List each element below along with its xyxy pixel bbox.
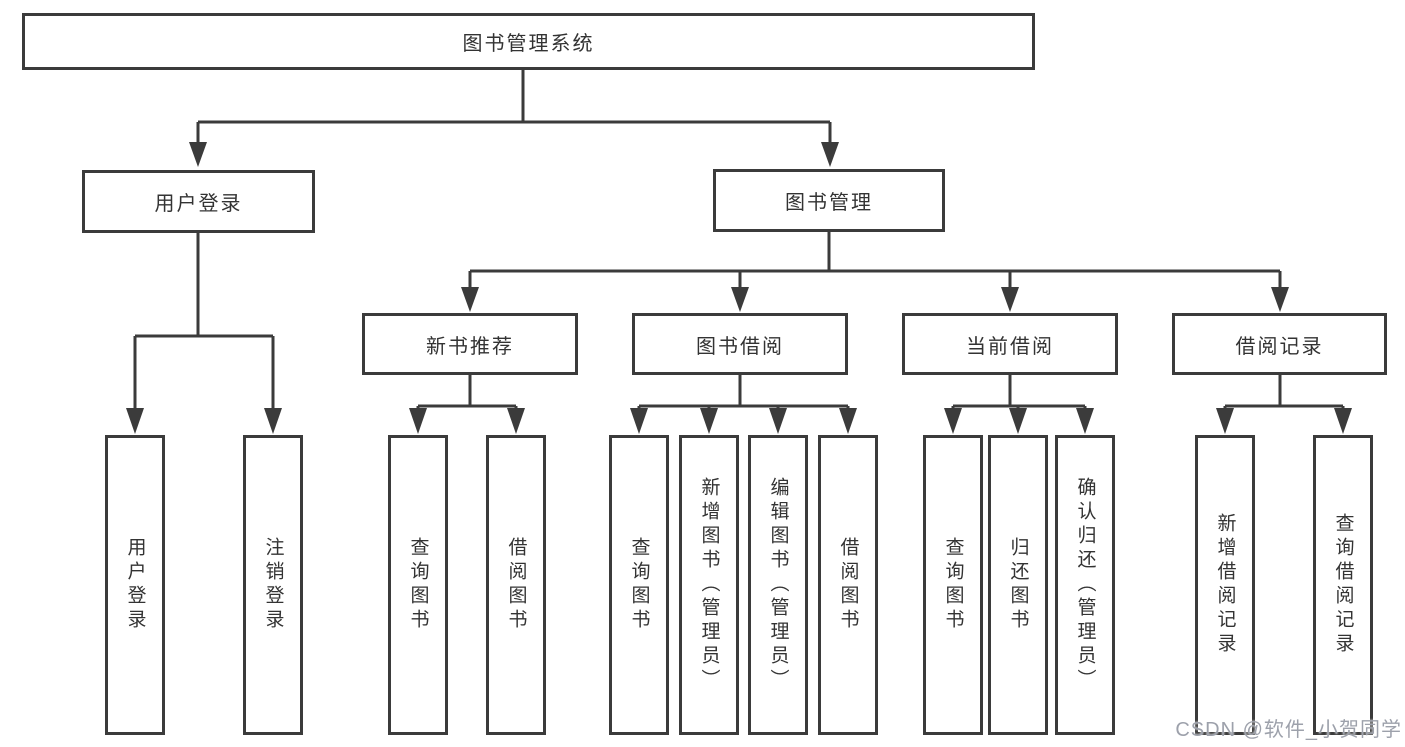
arrowheads: [126, 142, 1352, 434]
node-label: 确认归还（管理员）: [1074, 477, 1096, 693]
arrow-icon: [1271, 287, 1289, 312]
node-label: 图书借阅: [696, 335, 784, 358]
arrow-icon: [700, 408, 718, 434]
edge-book-mgmt-trunk: [468, 232, 1282, 290]
node-label: 借阅记录: [1235, 335, 1324, 358]
arrow-icon: [769, 408, 787, 434]
leaf-current-search-books: 查询图书: [923, 435, 983, 735]
edge-user-login-trunk: [133, 233, 275, 412]
node-current-borrowing: 当前借阅: [902, 313, 1118, 375]
arrow-icon: [1216, 408, 1234, 434]
node-borrowing-records: 借阅记录: [1172, 313, 1387, 375]
arrow-icon: [1001, 287, 1019, 312]
arrow-icon: [461, 287, 479, 312]
csdn-watermark: CSDN @软件_小贺同学: [1175, 719, 1402, 741]
arrow-icon: [264, 408, 282, 434]
node-label: 图书管理: [785, 192, 873, 214]
arrow-icon: [1009, 408, 1027, 434]
node-label: 当前借阅: [966, 335, 1054, 358]
leaf-recommend-borrow-books: 借阅图书: [486, 435, 546, 735]
arrow-icon: [507, 408, 525, 434]
leaf-borrowing-edit-books-admin: 编辑图书（管理员）: [748, 435, 808, 735]
arrow-icon: [1076, 408, 1094, 434]
arrow-icon: [839, 408, 857, 434]
arrow-icon: [409, 408, 427, 434]
node-label: 借阅图书: [837, 537, 859, 633]
node-label: 查询借阅记录: [1332, 513, 1354, 657]
arrow-icon: [944, 408, 962, 434]
leaf-records-add-record: 新增借阅记录: [1195, 435, 1255, 735]
leaf-user-login: 用户登录: [105, 435, 165, 735]
node-label: 归还图书: [1007, 537, 1029, 633]
node-label: 编辑图书（管理员）: [767, 477, 789, 693]
edge-borrowing-trunk: [637, 375, 850, 412]
arrow-icon: [1334, 408, 1352, 434]
edge-recommend-trunk: [416, 375, 518, 412]
edge-records-trunk: [1223, 375, 1345, 412]
edge-root-trunk: [196, 70, 832, 145]
node-label: 查询图书: [942, 537, 964, 633]
node-library-management-system: 图书管理系统: [22, 13, 1035, 70]
node-label: 查询图书: [628, 537, 650, 633]
node-user-login: 用户登录: [82, 170, 315, 233]
leaf-borrowing-borrow-books: 借阅图书: [818, 435, 878, 735]
node-label: 新增图书（管理员）: [698, 477, 720, 693]
node-label: 新书推荐: [426, 335, 514, 358]
arrow-icon: [821, 142, 839, 167]
leaf-recommend-search-books: 查询图书: [388, 435, 448, 735]
arrow-icon: [189, 142, 207, 167]
arrow-icon: [126, 408, 144, 434]
leaf-records-search-record: 查询借阅记录: [1313, 435, 1373, 735]
node-book-borrowing: 图书借阅: [632, 313, 848, 375]
node-book-management: 图书管理: [713, 169, 945, 232]
leaf-borrowing-add-books-admin: 新增图书（管理员）: [679, 435, 739, 735]
node-label: 借阅图书: [505, 537, 527, 633]
arrow-icon: [731, 287, 749, 312]
node-label: 查询图书: [407, 537, 429, 633]
node-label: 用户登录: [124, 537, 146, 633]
edge-current-trunk: [951, 375, 1087, 412]
leaf-current-return-books: 归还图书: [988, 435, 1048, 735]
node-label: 注销登录: [262, 537, 284, 633]
leaf-logout: 注销登录: [243, 435, 303, 735]
arrow-icon: [630, 408, 648, 434]
leaf-current-confirm-return-admin: 确认归还（管理员）: [1055, 435, 1115, 735]
leaf-borrowing-search-books: 查询图书: [609, 435, 669, 735]
node-label: 新增借阅记录: [1214, 513, 1236, 657]
node-label: 用户登录: [154, 193, 243, 215]
node-new-book-recommend: 新书推荐: [362, 313, 578, 375]
node-label: 图书管理系统: [462, 33, 595, 55]
